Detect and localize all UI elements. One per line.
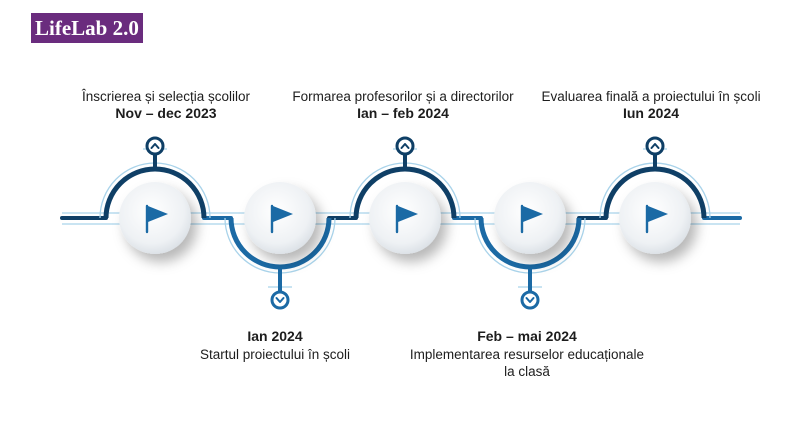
milestone-label-3: Formarea profesorilor și a directorilor … [273, 88, 533, 122]
flag-icon [145, 204, 168, 234]
milestone-title: Formarea profesorilor și a directorilor [292, 89, 514, 104]
flag-icon [520, 204, 543, 234]
milestone-date: Feb – mai 2024 [477, 328, 577, 344]
half-ring [228, 217, 332, 270]
chevron-down-icon [270, 290, 290, 310]
chevron-up-icon [645, 136, 665, 156]
chevron-down-icon [520, 290, 540, 310]
flag-icon [645, 204, 668, 234]
milestone-node [369, 182, 441, 254]
milestone-label-4: Feb – mai 2024 Implementarea resurselor … [407, 328, 647, 380]
milestone-node [619, 182, 691, 254]
milestone-node [119, 182, 191, 254]
milestone-title: Evaluarea finală a proiectului în școli [541, 89, 761, 104]
milestone-date: Nov – dec 2023 [115, 105, 217, 121]
half-ring [353, 166, 457, 219]
chevron-up-icon [395, 136, 415, 156]
milestone-label-5: Evaluarea finală a proiectului în școli … [521, 88, 781, 122]
milestone-title: Startul proiectului în școli [199, 347, 351, 362]
half-ring [103, 166, 207, 219]
milestone-date: Ian 2024 [247, 328, 303, 344]
milestone-label-1: Înscrierea și selecția școlilor Nov – de… [36, 88, 296, 122]
milestone-date: Iun 2024 [622, 105, 680, 121]
timeline-connectors [60, 136, 742, 310]
milestone-title: Implementarea resurselor educaționale la… [409, 347, 645, 379]
chevron-up-icon [145, 136, 165, 156]
flag-icon [395, 204, 418, 234]
milestone-node [494, 182, 566, 254]
milestone-title: Înscrierea și selecția școlilor [81, 89, 251, 104]
half-ring [603, 166, 707, 219]
flag-icon [270, 204, 293, 234]
timeline-nodes [119, 182, 691, 254]
milestone-date: Ian – feb 2024 [357, 105, 449, 121]
half-ring [478, 217, 582, 270]
brand-logo: LifeLab 2.0 [31, 13, 143, 43]
milestone-node [244, 182, 316, 254]
milestone-label-2: Ian 2024 Startul proiectului în școli [145, 328, 405, 363]
